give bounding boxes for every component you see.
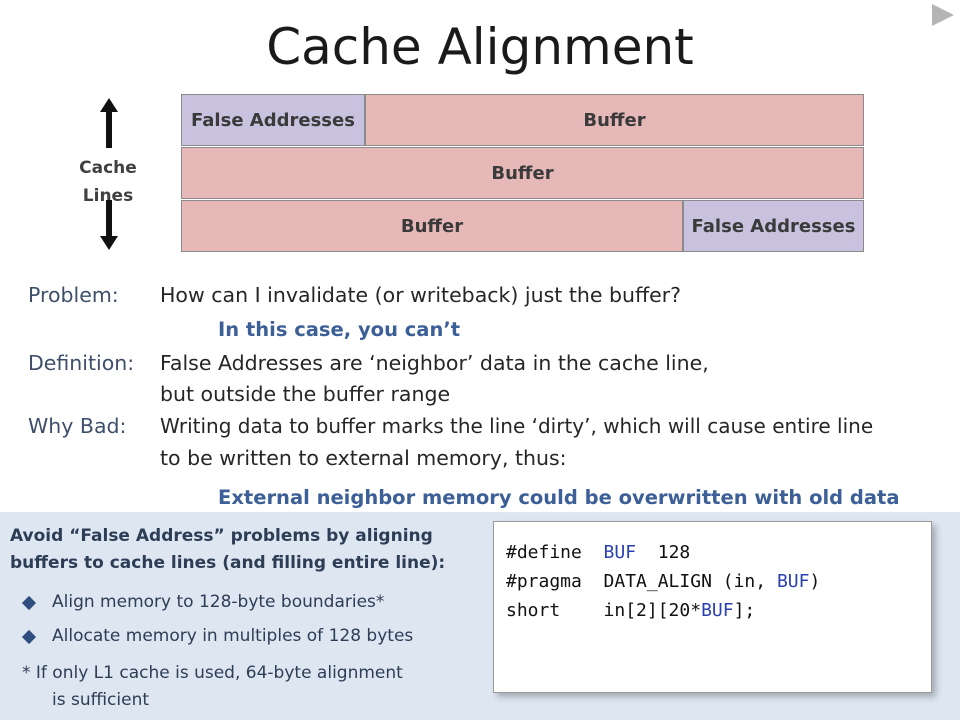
code-line-2: #pragma DATA_ALIGN (in, BUF) <box>506 571 821 592</box>
arrow-down-icon <box>100 200 118 250</box>
next-slide-icon[interactable] <box>932 4 954 26</box>
panel-footnote-line-1: * If only L1 cache is used, 64-byte alig… <box>22 663 403 683</box>
code-line-3: short in[2][20*BUF]; <box>506 600 756 621</box>
cache-line-row-3: Buffer False Addresses <box>181 200 864 252</box>
cache-lines-label-line2: Lines <box>82 186 134 206</box>
why-bad-label: Why Bad: <box>28 414 127 438</box>
panel-heading-line-2: buffers to cache lines (and filling enti… <box>10 553 446 573</box>
cache-lines-label: Cache Lines <box>68 154 148 210</box>
panel-footnote-line-2: is sufficient <box>52 690 150 710</box>
panel-bullet-1: Align memory to 128-byte boundaries* <box>52 592 385 612</box>
cache-lines-label-line1: Cache <box>79 158 137 178</box>
definition-line-2: but outside the buffer range <box>160 382 451 406</box>
definition-label: Definition: <box>28 351 135 375</box>
panel-heading-line-1: Avoid “False Address” problems by aligni… <box>10 526 433 546</box>
false-addresses-block: False Addresses <box>181 94 365 146</box>
buffer-block: Buffer <box>181 200 683 252</box>
why-bad-line-2: to be written to external memory, thus: <box>160 446 567 470</box>
problem-text: How can I invalidate (or writeback) just… <box>160 283 682 307</box>
problem-answer: In this case, you can’t <box>218 318 461 341</box>
false-addresses-block: False Addresses <box>683 200 864 252</box>
buffer-block: Buffer <box>365 94 864 146</box>
arrow-up-icon <box>100 98 118 148</box>
cache-line-row-2: Buffer <box>181 147 864 199</box>
cache-line-row-1: False Addresses Buffer <box>181 94 864 146</box>
why-bad-result: External neighbor memory could be overwr… <box>218 486 900 509</box>
slide-title: Cache Alignment <box>266 18 694 76</box>
why-bad-line-1: Writing data to buffer marks the line ‘d… <box>160 414 874 438</box>
code-sample-box: #define BUF 128 #pragma DATA_ALIGN (in, … <box>493 521 932 693</box>
definition-line-1: False Addresses are ‘neighbor’ data in t… <box>160 351 709 375</box>
panel-bullet-2: Allocate memory in multiples of 128 byte… <box>52 626 414 646</box>
problem-label: Problem: <box>28 283 119 307</box>
buffer-block: Buffer <box>181 147 864 199</box>
code-line-1: #define BUF 128 <box>506 542 691 563</box>
